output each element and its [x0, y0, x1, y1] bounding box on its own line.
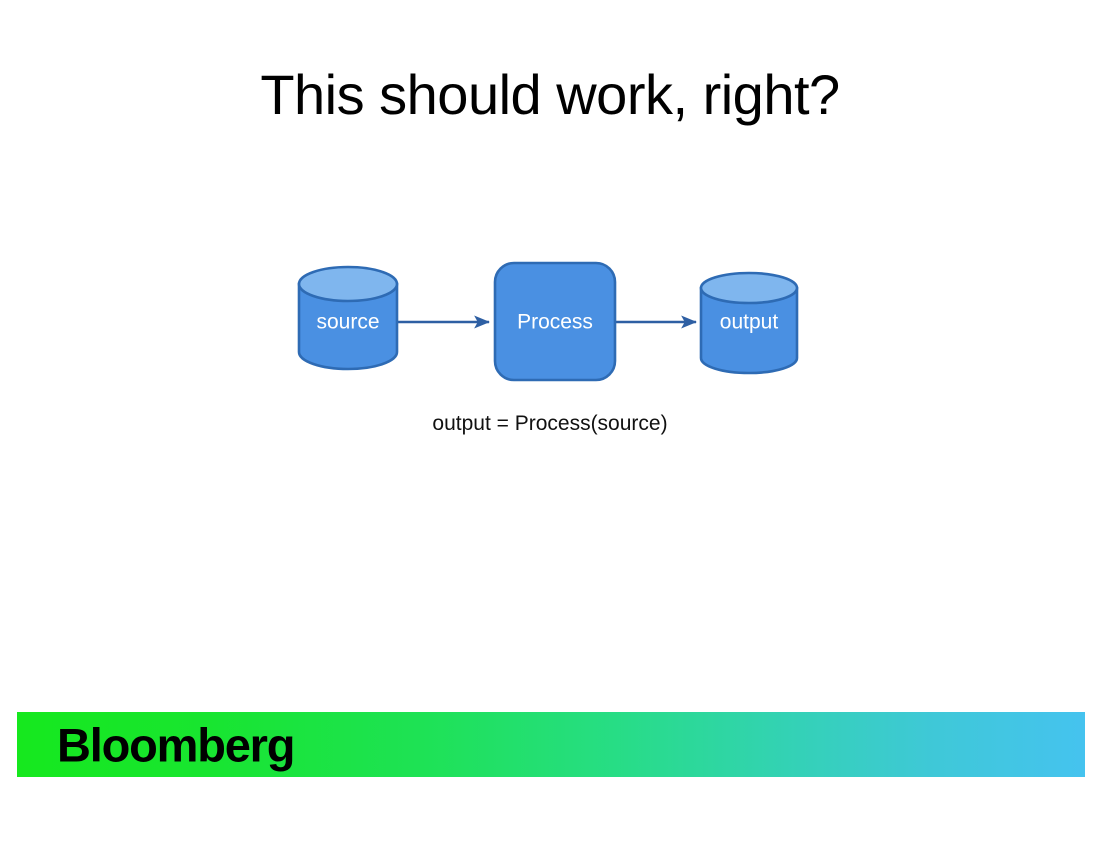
footer-brand-bar: Bloomberg: [17, 712, 1085, 777]
output-cylinder-body: [699, 286, 799, 375]
node-source[interactable]: source: [297, 265, 399, 371]
node-source-label: source: [316, 311, 379, 334]
flow-diagram: source Process output: [297, 261, 799, 382]
bloomberg-logo: Bloomberg: [57, 718, 295, 771]
source-cylinder-body: [297, 282, 399, 371]
output-cylinder-top: [699, 271, 799, 305]
source-cylinder-top: [297, 265, 399, 303]
node-output-label: output: [720, 311, 779, 334]
diagram-caption: output = Process(source): [432, 412, 668, 435]
process-box: [493, 261, 617, 382]
node-process-label: Process: [517, 311, 593, 334]
page-title: This should work, right?: [260, 63, 840, 126]
diagram-canvas: source Process output: [297, 261, 799, 382]
node-output[interactable]: output: [699, 271, 799, 375]
node-process[interactable]: Process: [493, 261, 617, 382]
